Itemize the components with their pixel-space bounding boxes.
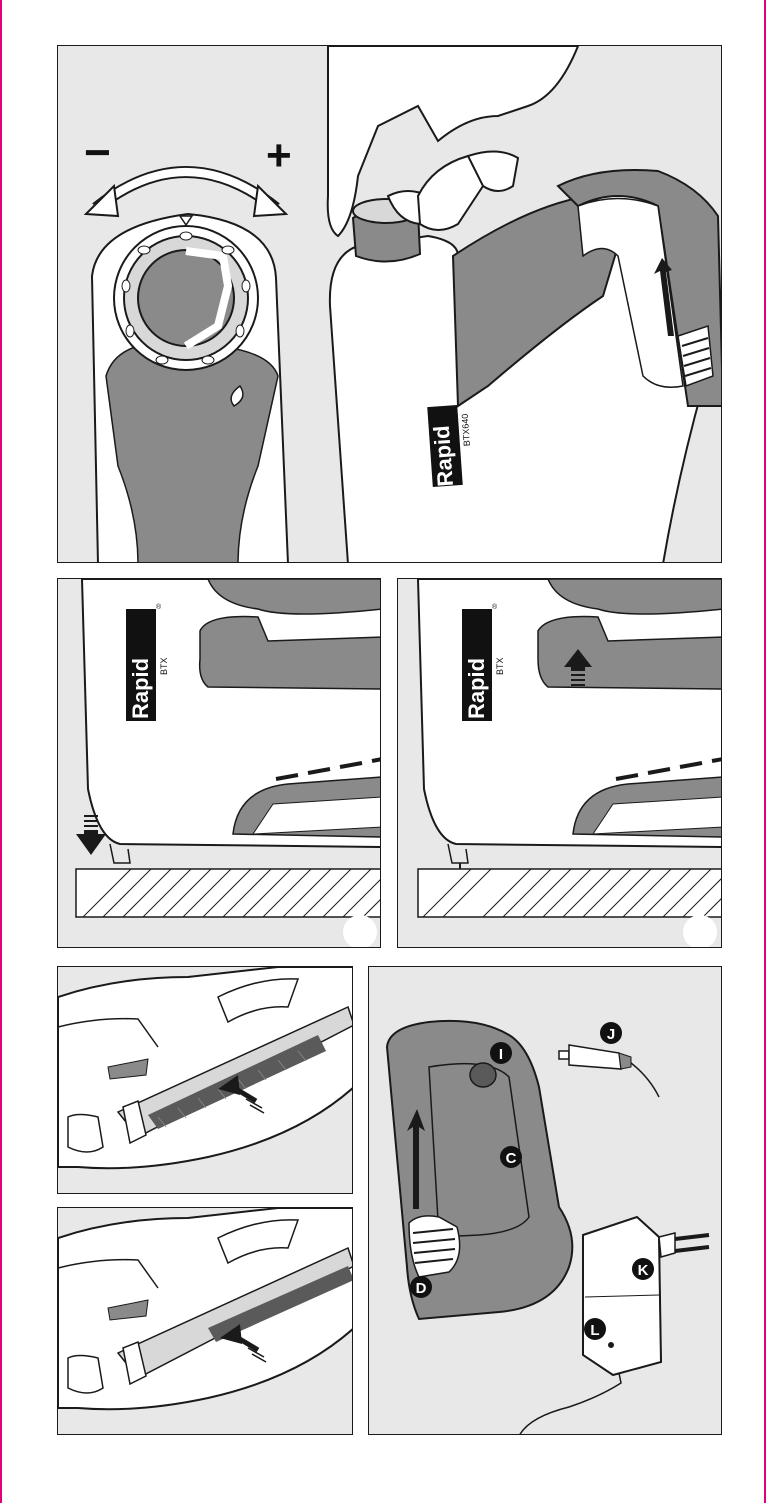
figure-load-staples-2 <box>57 1207 353 1435</box>
callout-d-label: D <box>416 1280 427 1297</box>
magazine-loaded-view <box>58 1208 353 1409</box>
decrease-symbol: − <box>84 126 111 178</box>
figure-depth-adjustment: − + Rapid BTX640 <box>57 45 722 563</box>
callout-l-label: L <box>590 1322 599 1339</box>
model-label-right: BTX <box>495 657 505 675</box>
callout-j-label: J <box>607 1026 615 1043</box>
registered-mark-left: ® <box>156 603 162 611</box>
magazine-open-view <box>58 967 353 1168</box>
figure-battery-charger: I J C D K L <box>368 966 722 1435</box>
dc-plug <box>559 1045 659 1097</box>
figure-fire-staple: Rapid BTX ® <box>397 578 722 948</box>
stapler-illustration: Rapid BTX640 <box>330 170 722 563</box>
model-label-left: BTX <box>159 657 169 675</box>
stapler-side-view-fire: Rapid BTX ® <box>418 579 722 863</box>
work-surface-fire <box>418 869 722 917</box>
figure-load-staples-1 <box>57 966 353 1194</box>
step-marker-circle-2 <box>683 915 717 948</box>
figure-position-tool: Rapid BTX ® <box>57 578 381 948</box>
stapler-side-view: Rapid BTX ® <box>82 579 381 863</box>
brand-logo-left: Rapid <box>128 658 153 719</box>
callout-i-label: I <box>499 1046 503 1063</box>
step-marker-circle <box>343 915 377 948</box>
crop-mark-left <box>0 0 2 1503</box>
work-surface <box>76 869 381 917</box>
brand-logo-main: Rapid <box>429 425 458 488</box>
callout-c-label: C <box>506 1150 517 1167</box>
increase-symbol: + <box>266 131 292 180</box>
callout-k-label: K <box>638 1262 649 1279</box>
battery-pack <box>387 1021 572 1319</box>
rotate-arrow-icon <box>86 172 286 216</box>
dial-closeup <box>92 214 288 563</box>
brand-logo-right: Rapid <box>464 658 489 719</box>
registered-mark-right: ® <box>492 603 498 611</box>
